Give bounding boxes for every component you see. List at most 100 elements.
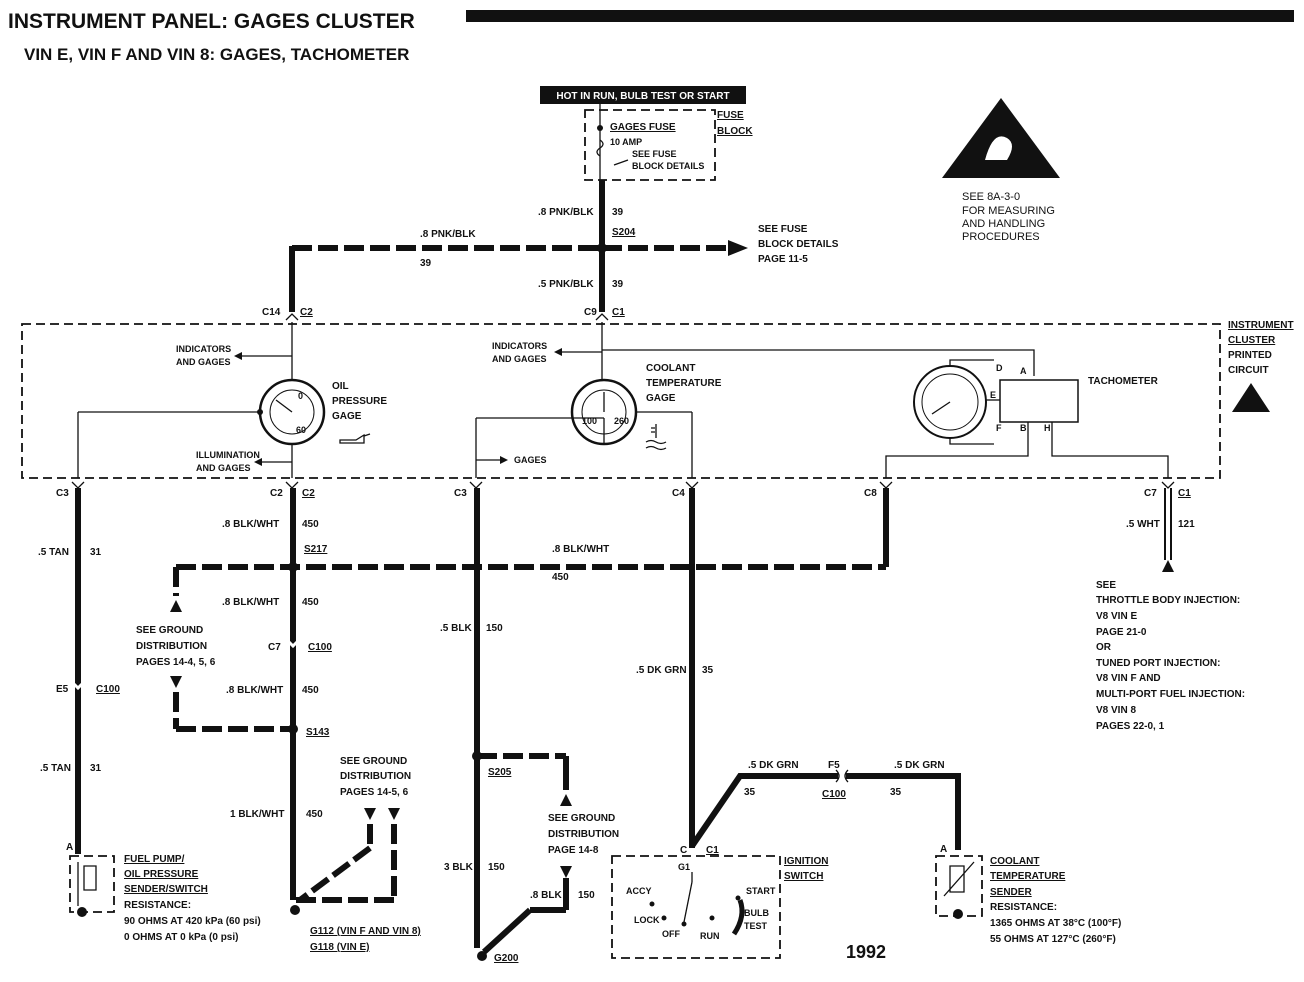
blk-wht-circuit: .8 BLK/WHT 450 S217 .8 BLK/WHT 450 .8 BL…: [136, 488, 889, 953]
inj-2: THROTTLE BODY INJECTION:: [1096, 595, 1240, 606]
gages-label: GAGES: [514, 455, 547, 465]
gd3-3: PAGE 14-8: [548, 845, 599, 856]
wire-bw3-color: .8 BLK/WHT: [226, 685, 283, 696]
wire-wht-color: .5 WHT: [1126, 519, 1160, 530]
wire-bwh-color: .8 BLK/WHT: [552, 544, 609, 555]
cool-gage-3: GAGE: [646, 393, 676, 404]
wire-bw4-color: 1 BLK/WHT: [230, 809, 284, 820]
year-label: 1992: [846, 942, 886, 962]
oil-can-icon: [339, 433, 371, 444]
inj-7: V8 VIN F AND: [1096, 673, 1161, 684]
cluster-outline: [21, 323, 1221, 479]
conn-c100-mid: C100: [308, 642, 332, 653]
wire-bw1-circuit: 450: [302, 519, 319, 530]
tach-pin-f: F: [996, 423, 1002, 433]
fuse-icon: [596, 139, 604, 157]
esd-line-1: SEE 8A-3-0: [962, 191, 1020, 203]
gd2-2: DISTRIBUTION: [340, 771, 411, 782]
fuse-ref-3: PAGE 11-5: [758, 254, 808, 265]
fuse-name: GAGES FUSE: [610, 122, 676, 133]
wire-fuse-color: .8 PNK/BLK: [538, 207, 594, 218]
fuse-ref-1: SEE FUSE: [758, 224, 808, 235]
fuel-sender-6: 0 OHMS AT 0 kPa (0 psi): [124, 932, 238, 943]
gd1-3: PAGES 14-4, 5, 6: [136, 657, 216, 668]
ign-lock: LOCK: [634, 915, 660, 925]
fuel-sender-4: RESISTANCE:: [124, 900, 191, 911]
conn-c2-bl: C2: [270, 488, 283, 499]
cool-gage-1: COOLANT: [646, 363, 695, 374]
wire-tan2-circuit: 31: [90, 763, 102, 774]
oil-scale-60: 60: [296, 425, 306, 435]
cluster-label-2: CLUSTER: [1228, 335, 1276, 346]
arrow-fuse-block: [728, 240, 748, 256]
wire-bwh-circuit: 450: [552, 572, 569, 583]
wire-bw2-color: .8 BLK/WHT: [222, 597, 279, 608]
fuse-block: HOT IN RUN, BULB TEST OR START GAGES FUS…: [540, 86, 753, 181]
wht-circuit: .5 WHT 121 SEE THROTTLE BODY INJECTION: …: [1096, 488, 1245, 732]
fuse-ref-2: BLOCK DETAILS: [758, 239, 839, 250]
cool-sender-2: TEMPERATURE: [990, 871, 1066, 882]
ign-off: OFF: [662, 929, 680, 939]
gd1-2: DISTRIBUTION: [136, 641, 207, 652]
splice-s204: S204: [612, 227, 636, 238]
wire-blk1-color: .5 BLK: [440, 623, 472, 634]
oil-gage-2: PRESSURE: [332, 396, 387, 407]
cluster-label-4: CIRCUIT: [1228, 365, 1269, 376]
splice-s205: S205: [488, 767, 512, 778]
wire-c9-circuit: 39: [612, 279, 624, 290]
ignition-outline: [611, 855, 781, 959]
power-banner-text: HOT IN RUN, BULB TEST OR START: [556, 91, 729, 102]
conn-c14: C14: [262, 307, 281, 318]
wire-grn1-color: .5 DK GRN: [636, 665, 687, 676]
cool-scale-260: 260: [614, 416, 629, 426]
illum-a: ILLUMINATION: [196, 450, 260, 460]
ground-g200: G200: [494, 953, 519, 964]
coolant-sender-outline: [935, 855, 983, 917]
conn-c100-right: C100: [822, 789, 846, 800]
wire-blk1-circuit: 150: [486, 623, 503, 634]
esd-line-2: FOR MEASURING: [962, 205, 1055, 217]
inj-4: PAGE 21-0: [1096, 627, 1147, 638]
wire-blk2-circuit: 150: [488, 862, 505, 873]
conn-c100-left: C100: [96, 684, 120, 695]
cool-sender-6: 55 OHMS AT 127°C (260°F): [990, 934, 1116, 945]
esd-line-3: AND HANDLING: [962, 218, 1045, 230]
instrument-cluster: INSTRUMENT CLUSTER PRINTED CIRCUIT INDIC…: [21, 320, 1294, 479]
conn-f5: F5: [828, 760, 840, 771]
conn-a-temp: A: [940, 844, 947, 855]
ind1-a: INDICATORS: [176, 344, 231, 354]
wire-tan1-color: .5 TAN: [38, 547, 69, 558]
tach-pin-a: A: [1020, 366, 1027, 376]
gd1-1: SEE GROUND: [136, 625, 203, 636]
cluster-label-3: PRINTED: [1228, 350, 1272, 361]
ign-g1: G1: [678, 862, 690, 872]
cool-sender-4: RESISTANCE:: [990, 902, 1057, 913]
wire-bw2-circuit: 450: [302, 597, 319, 608]
fuse-note-2: BLOCK DETAILS: [632, 161, 704, 171]
wire-grn3-color: .5 DK GRN: [894, 760, 945, 771]
diagram-title: INSTRUMENT PANEL: GAGES CLUSTER: [8, 10, 415, 33]
fuel-sender-2: OIL PRESSURE: [124, 869, 199, 880]
wire-grn1-circuit: 35: [702, 665, 714, 676]
tach-pin-b: B: [1020, 423, 1027, 433]
inj-1: SEE: [1096, 580, 1116, 591]
inj-6: TUNED PORT INJECTION:: [1096, 658, 1220, 669]
diagram-subtitle: VIN E, VIN F AND VIN 8: GAGES, TACHOMETE…: [24, 45, 409, 64]
ign-run: RUN: [700, 931, 720, 941]
ign-start: START: [746, 886, 776, 896]
cool-sender-3: SENDER: [990, 887, 1032, 898]
inj-9: V8 VIN 8: [1096, 705, 1136, 716]
fuel-sender-1: FUEL PUMP/: [124, 854, 185, 865]
coolant-sender: A COOLANT TEMPERATURE SENDER RESISTANCE:…: [935, 844, 1121, 945]
conn-c3-left: C3: [56, 488, 69, 499]
wire-grn2-color: .5 DK GRN: [748, 760, 799, 771]
tach-pin-e: E: [990, 390, 996, 400]
fuse-node: [597, 125, 603, 131]
wire-top-circuit: 39: [420, 258, 432, 269]
tach-label: TACHOMETER: [1088, 376, 1159, 387]
conn-c1-r: C1: [1178, 488, 1191, 499]
title-rule: [466, 10, 1294, 22]
dk-grn-circuit: .5 DK GRN 35 .5 DK GRN 35 F5 C100 .5 DK …: [636, 488, 961, 850]
tan-circuit: .5 TAN 31 E5 C100 .5 TAN 31 A FUEL PUMP/…: [38, 488, 261, 943]
